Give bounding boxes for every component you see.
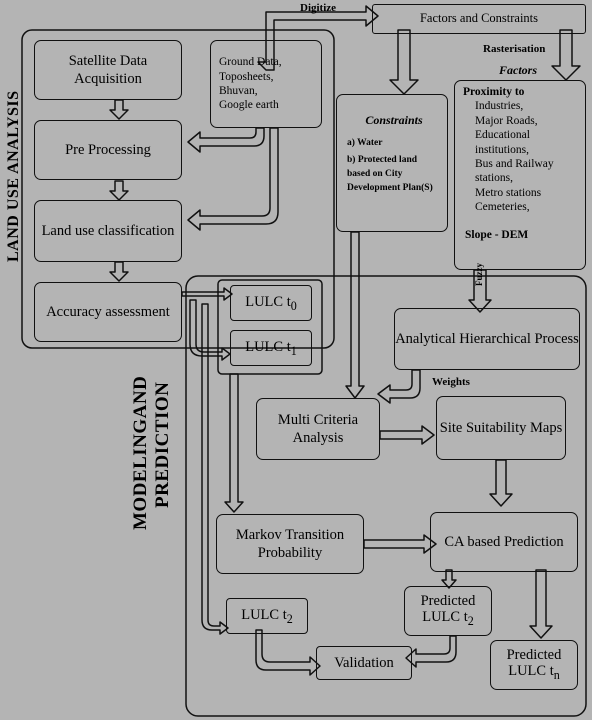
modeling-title-line-2: PREDICTION: [152, 381, 173, 508]
constraints-box: Constraints a) Water b) Protected land b…: [336, 94, 448, 232]
site-suitability-maps-label: Site Suitability Maps: [439, 419, 563, 436]
factor-item: Educational institutions,: [475, 129, 530, 156]
multi-criteria-analysis-box: Multi Criteria Analysis: [256, 398, 380, 460]
predicted-tn-line-2: LULC tn: [508, 663, 560, 683]
pre-processing-box: Pre Processing: [34, 120, 182, 180]
digitize-label: Digitize: [300, 2, 337, 14]
ground-data-item: Toposheets,: [219, 70, 274, 83]
lulc-t0-box: LULC t0: [230, 285, 312, 321]
accuracy-assessment-box: Accuracy assessment: [34, 282, 182, 342]
land-use-panel: [21, 29, 335, 349]
lulc-t2-label: LULC t2: [241, 606, 293, 626]
fuzzy-label: Fuzzy: [474, 263, 484, 286]
predicted-tn-line-1: Predicted: [506, 646, 562, 663]
predicted-lulc-t2-box: Predicted LULC t2: [404, 586, 492, 636]
multi-criteria-analysis-label: Multi Criteria Analysis: [277, 411, 359, 446]
predicted-t2-line-2: LULC t2: [422, 609, 474, 629]
lulc-t0-label: LULC t0: [245, 293, 297, 313]
rasterisation-label: Rasterisation: [483, 43, 546, 55]
weights-label: Weights: [432, 376, 470, 388]
lulc-t2-box: LULC t2: [226, 598, 308, 634]
factor-item: Cemeteries,: [475, 201, 530, 213]
factors-list: Industries, Major Roads, Educational ins…: [463, 99, 579, 214]
constraint-item-water: a) Water: [347, 138, 383, 148]
lulc-t1-box: LULC t1: [230, 330, 312, 366]
constraints-title: Constraints: [365, 113, 423, 127]
ground-data-item: Ground Data,: [219, 56, 282, 69]
modeling-panel: [185, 275, 587, 717]
ca-prediction-box: CA based Prediction: [430, 512, 578, 572]
lulc-group-frame: [217, 279, 323, 375]
satellite-data-box: Satellite Data Acquisition: [34, 40, 182, 100]
factor-item: Major Roads,: [475, 114, 538, 127]
factors-constraints-box: Factors and Constraints: [372, 4, 586, 34]
ground-data-item: Google earth: [219, 99, 279, 112]
predicted-lulc-tn-box: Predicted LULC tn: [490, 640, 578, 690]
ahp-box: Analytical Hierarchical Process: [394, 308, 580, 370]
site-suitability-maps-box: Site Suitability Maps: [436, 396, 566, 460]
validation-label: Validation: [334, 654, 394, 671]
factor-item: Metro stations: [475, 186, 542, 199]
lulc-t1-label: LULC t1: [245, 338, 297, 358]
ground-data-box: Ground Data, Toposheets, Bhuvan, Google …: [210, 40, 322, 128]
modeling-title-line-1: MODELINGAND: [130, 375, 151, 530]
slope-dem-label: Slope - DEM: [465, 229, 529, 242]
proximity-heading: Proximity to: [463, 86, 525, 98]
accuracy-assessment-label: Accuracy assessment: [46, 303, 170, 320]
pre-processing-label: Pre Processing: [65, 141, 151, 158]
ground-data-list: Ground Data, Toposheets, Bhuvan, Google …: [219, 55, 282, 113]
validation-box: Validation: [316, 646, 412, 680]
land-use-analysis-title: LAND USE ANALYSIS: [5, 90, 22, 262]
factor-item: Bus and Railway stations,: [475, 157, 554, 185]
constraint-item-protected: b) Protected land based on City Developm…: [347, 154, 433, 194]
markov-transition-label: Markov Transition Probability: [235, 526, 345, 561]
satellite-data-label: Satellite Data Acquisition: [68, 52, 148, 87]
factors-box: Proximity to Industries, Major Roads, Ed…: [454, 80, 586, 270]
ahp-label: Analytical Hierarchical Process: [395, 330, 579, 347]
factor-item: Industries,: [475, 100, 524, 113]
ground-data-item: Bhuvan,: [219, 85, 258, 97]
factors-label: Factors: [499, 63, 538, 77]
modeling-prediction-title: MODELINGAND PREDICTION: [130, 376, 174, 530]
land-use-classification-box: Land use classification: [34, 200, 182, 262]
factors-constraints-label: Factors and Constraints: [419, 11, 539, 26]
ca-prediction-label: CA based Prediction: [444, 533, 564, 550]
markov-transition-box: Markov Transition Probability: [216, 514, 364, 574]
predicted-t2-line-1: Predicted: [420, 592, 476, 609]
land-use-classification-label: Land use classification: [41, 222, 175, 239]
